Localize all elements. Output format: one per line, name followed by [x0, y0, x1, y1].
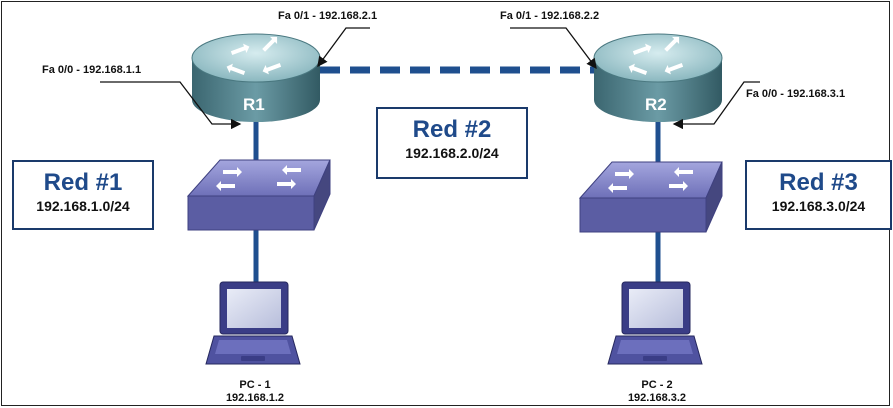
- callout-r1-fa00-line: [100, 81, 242, 130]
- pc-1-label: PC - 1 192.168.1.2: [200, 379, 310, 405]
- callout-r2-fa00-line: [672, 81, 760, 130]
- pc-2-name: PC - 2: [641, 379, 673, 391]
- network-3-name: Red #3: [779, 169, 858, 196]
- pc-1-ip: 192.168.1.2: [225, 392, 285, 404]
- router-r2-label: R2: [645, 95, 667, 114]
- network-1-subnet: 192.168.1.0/24: [36, 198, 130, 214]
- switch-2-icon: [578, 161, 723, 233]
- network-2-box: Red #2 192.168.2.0/24: [376, 107, 528, 179]
- callout-r1-fa01-line: [317, 27, 370, 68]
- network-1-box: Red #1 192.168.1.0/24: [12, 160, 154, 230]
- network-3-subnet: 192.168.3.0/24: [771, 198, 866, 214]
- r1-fa00-label: Fa 0/0 - 192.168.1.1: [42, 64, 142, 76]
- pc-2-label: PC - 2 192.168.3.2: [602, 379, 712, 405]
- r2-fa00-label: Fa 0/0 - 192.168.3.1: [746, 88, 846, 100]
- pc-1-name: PC - 1: [239, 379, 271, 391]
- network-2-name: Red #2: [412, 116, 492, 143]
- network-2-subnet: 192.168.2.0/24: [405, 145, 499, 161]
- r2-fa01-label: Fa 0/1 - 192.168.2.2: [500, 10, 600, 22]
- router-r1-label: R1: [243, 95, 265, 114]
- network-1-name: Red #1: [43, 169, 123, 196]
- switch-1-icon: [186, 159, 331, 231]
- pc-1-laptop-icon: [205, 281, 301, 365]
- router-r2-icon: [593, 33, 723, 122]
- pc-2-ip: 192.168.3.2: [627, 392, 687, 404]
- network-3-box: Red #3 192.168.3.0/24: [745, 160, 892, 230]
- pc-2-laptop-icon: [607, 281, 703, 365]
- callout-r2-fa01-line: [510, 27, 597, 70]
- r1-fa01-label: Fa 0/1 - 192.168.2.1: [278, 10, 378, 22]
